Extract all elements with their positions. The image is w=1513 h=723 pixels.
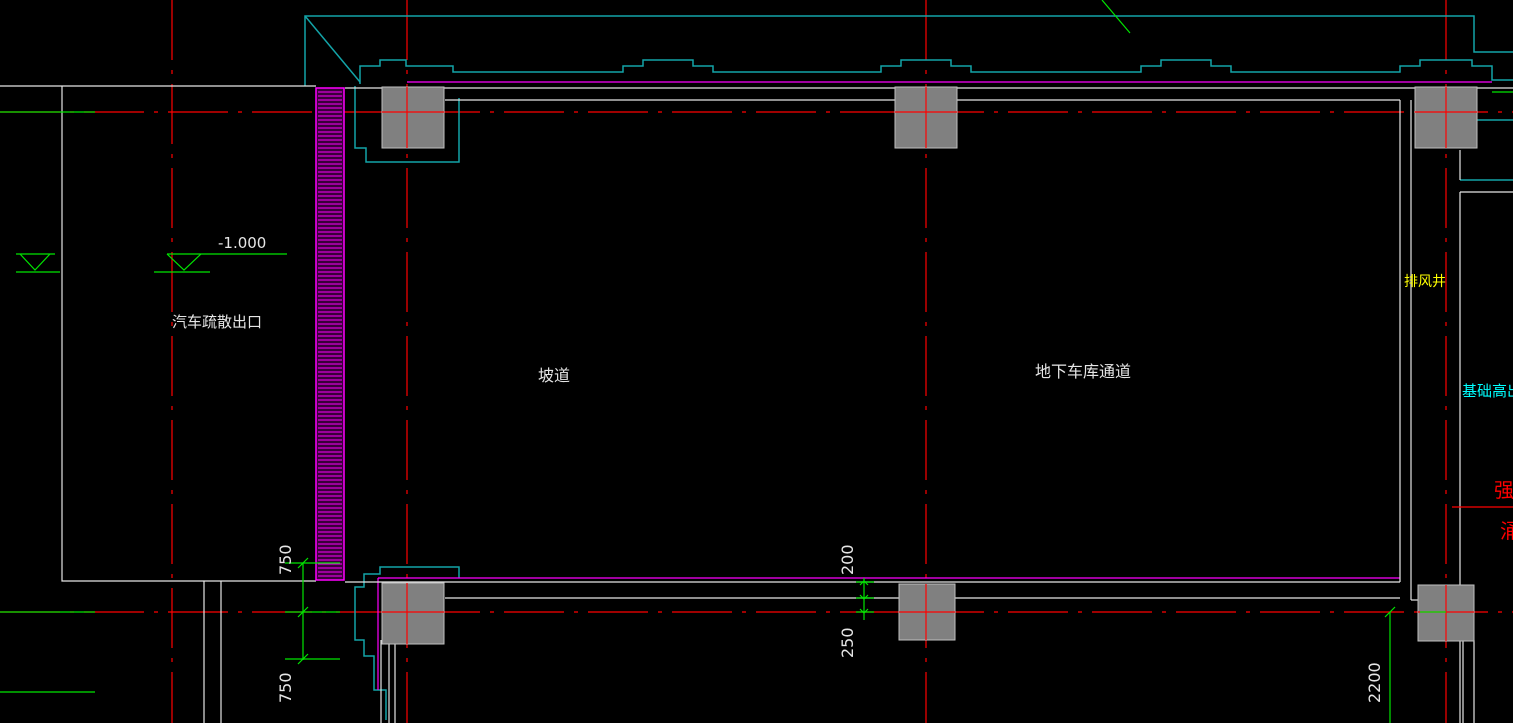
elevation-symbol-left xyxy=(16,253,60,273)
dimension-200: 200 xyxy=(838,544,857,575)
dimension-middle xyxy=(856,578,874,620)
leader-line xyxy=(1101,0,1131,34)
foundation-note: 基础高出 xyxy=(1462,382,1513,400)
column xyxy=(381,582,445,645)
red-note-1: 强 xyxy=(1494,478,1513,502)
elevation-value: -1.000 xyxy=(218,234,266,252)
column xyxy=(381,86,445,149)
dimension-750-bottom: 750 xyxy=(276,672,295,703)
drainage-grate xyxy=(315,87,345,581)
garage-passage-label: 地下车库通道 xyxy=(1035,362,1131,381)
dimension-2200: 2200 xyxy=(1365,662,1384,703)
dimension-left xyxy=(285,557,340,665)
eave-outline xyxy=(304,15,1513,720)
green-lines xyxy=(0,91,1513,693)
ramp-label: 坡道 xyxy=(538,366,570,385)
walls xyxy=(0,85,1513,723)
red-note-2: 涌 xyxy=(1500,519,1513,543)
elevation-symbol xyxy=(154,253,287,273)
dimension-right xyxy=(1384,606,1396,723)
dimension-750-top: 750 xyxy=(276,544,295,575)
exit-label: 汽车疏散出口 xyxy=(172,313,262,331)
magenta-lines xyxy=(377,81,1492,690)
exhaust-shaft-label: 排风井 xyxy=(1404,274,1446,290)
column-axis-marks xyxy=(382,87,1477,644)
dimension-250: 250 xyxy=(838,627,857,658)
